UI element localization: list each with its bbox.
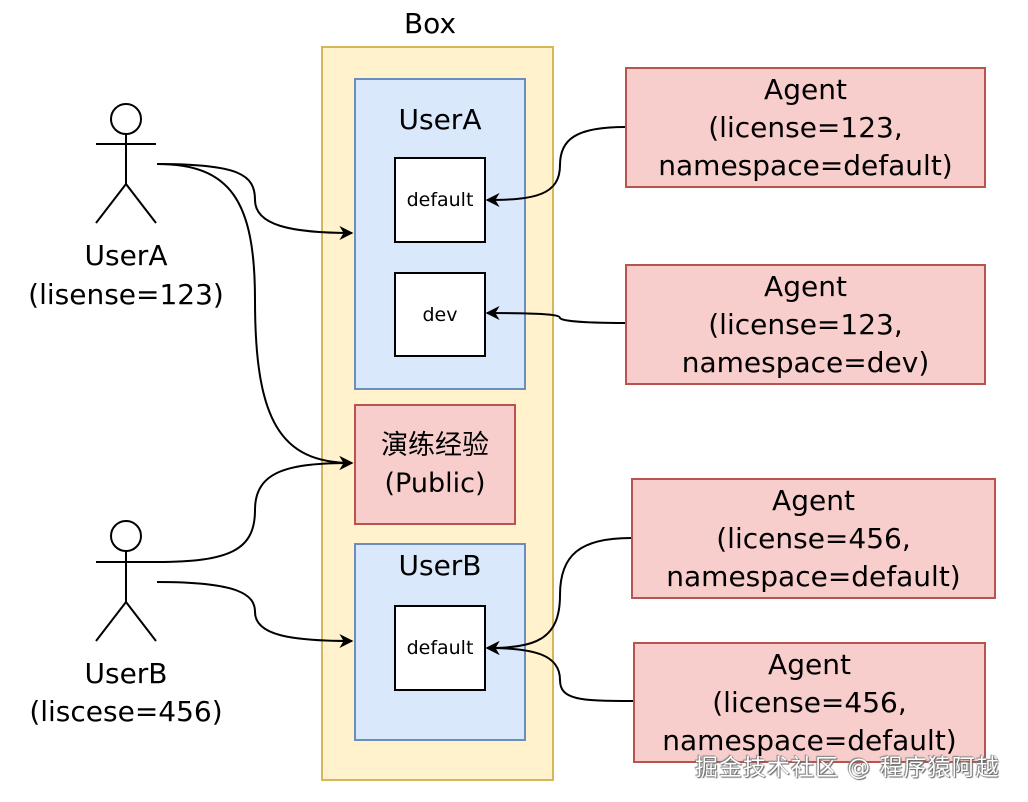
edge-agent2-to-usera-dev: [485, 306, 626, 324]
userb-actor-license: (liscese=456): [29, 695, 223, 728]
userb-actor-icon[interactable]: [95, 520, 157, 642]
agent-title: Agent: [772, 483, 855, 517]
userb-namespace-default[interactable]: default: [394, 605, 486, 691]
agent-namespace: namespace=dev): [681, 345, 930, 379]
userb-actor-name: UserB: [84, 657, 168, 690]
namespace-label: default: [406, 637, 474, 659]
agent-box-3[interactable]: Agent (license=456, namespace=default): [631, 478, 996, 599]
public-title: 演练经验: [381, 429, 489, 461]
box-title: Box: [403, 7, 457, 40]
usera-actor-name: UserA: [84, 239, 168, 272]
namespace-label: default: [406, 189, 474, 211]
agent-box-4[interactable]: Agent (license=456, namespace=default): [633, 642, 986, 763]
agent-license: (license=123,: [708, 110, 903, 144]
edge-usera-to-usera-container: [156, 163, 354, 240]
watermark: 掘金技术社区 @ 程序猿阿越: [695, 755, 1000, 781]
edge-agent4-to-userb-default: [485, 641, 634, 702]
usera-namespace-dev[interactable]: dev: [394, 272, 486, 357]
agent-title: Agent: [764, 269, 847, 303]
namespace-label: dev: [422, 303, 458, 326]
edge-usera-to-public: [156, 163, 354, 470]
agent-box-2[interactable]: Agent (license=123, namespace=dev): [625, 264, 986, 385]
agent-license: (license=123,: [708, 307, 903, 341]
edge-userb-to-userb-container: [156, 581, 354, 648]
public-subtitle: (Public): [384, 467, 486, 499]
agent-namespace: namespace=default): [658, 148, 953, 182]
edge-agent3-to-userb-default: [485, 537, 632, 655]
agent-license: (license=456,: [712, 685, 907, 719]
agent-title: Agent: [768, 647, 851, 681]
edge-userb-to-public: [155, 456, 354, 563]
usera-actor-icon[interactable]: [95, 103, 157, 224]
usera-container-title: UserA: [398, 103, 482, 136]
agent-license: (license=456,: [716, 521, 911, 555]
usera-actor-license: (lisense=123): [28, 278, 224, 311]
agent-box-1[interactable]: Agent (license=123, namespace=default): [625, 67, 986, 188]
userb-container-title: UserB: [398, 549, 482, 582]
edge-agent1-to-usera-default: [485, 126, 626, 207]
agent-namespace: namespace=default): [662, 723, 957, 757]
agent-title: Agent: [764, 72, 847, 106]
public-box[interactable]: 演练经验 (Public): [354, 404, 516, 525]
usera-namespace-default[interactable]: default: [394, 157, 486, 243]
agent-namespace: namespace=default): [666, 559, 961, 593]
